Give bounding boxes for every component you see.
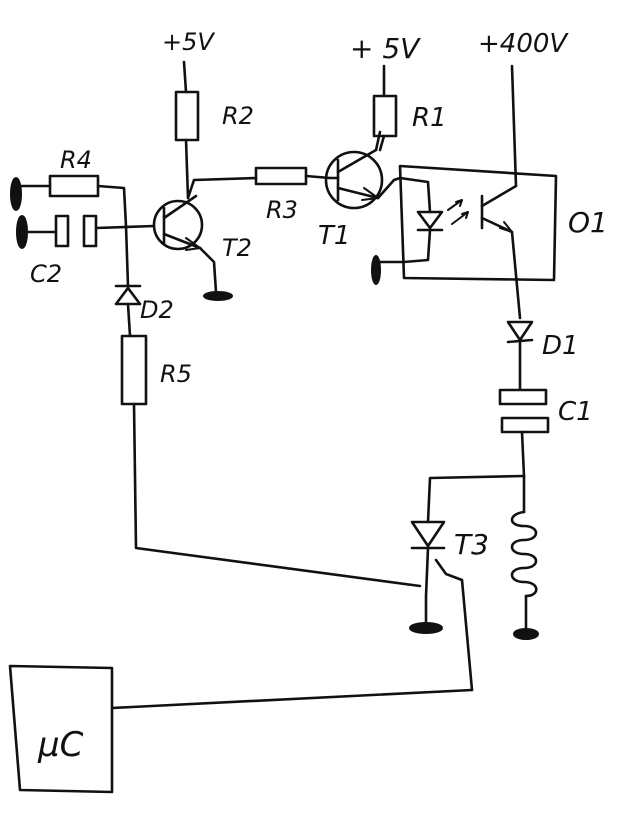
c1-capacitor — [498, 388, 550, 478]
r1-resistor — [372, 64, 398, 152]
o1-optocoupler — [374, 164, 558, 282]
r5-resistor — [120, 334, 422, 588]
c2-label: C2 — [30, 260, 62, 288]
wire-400v-collector — [510, 64, 518, 188]
d2-label: D2 — [140, 296, 174, 324]
d2-diode — [114, 224, 142, 338]
r3-resistor — [254, 166, 332, 186]
t2-transistor — [152, 194, 233, 301]
r1-label: R1 — [412, 103, 447, 133]
wire-t2-r3 — [186, 176, 258, 200]
r5-label: R5 — [160, 360, 192, 388]
supply-label-5v-left: +5V — [162, 28, 215, 56]
r3-label: R3 — [266, 196, 298, 224]
d1-diode — [506, 320, 534, 390]
d1-label: D1 — [542, 331, 579, 361]
c1-label: C1 — [558, 397, 593, 427]
t1-label: T1 — [318, 221, 350, 251]
t1-transistor — [324, 130, 402, 210]
t2-label: T2 — [222, 234, 252, 262]
terminal-r4 — [10, 177, 22, 211]
wire-c1-t3 — [426, 474, 526, 524]
ground-led — [371, 255, 381, 285]
r4-label: R4 — [60, 146, 92, 174]
r2-resistor — [174, 60, 200, 200]
t3-label: T3 — [454, 528, 489, 561]
r2-label: R2 — [222, 102, 254, 130]
terminal-c2 — [16, 215, 28, 249]
wire-emitter-d1 — [510, 230, 522, 320]
r4-resistor — [20, 174, 128, 228]
o1-label: O1 — [568, 206, 608, 239]
inductor-coil — [510, 474, 539, 640]
supply-label-400v: +400V — [478, 29, 569, 59]
supply-label-5v-right: + 5V — [350, 32, 421, 65]
c2-capacitor — [26, 214, 156, 248]
t3-thyristor — [409, 520, 474, 692]
mc-label: µC — [37, 725, 84, 765]
microcontroller-box — [8, 664, 474, 794]
